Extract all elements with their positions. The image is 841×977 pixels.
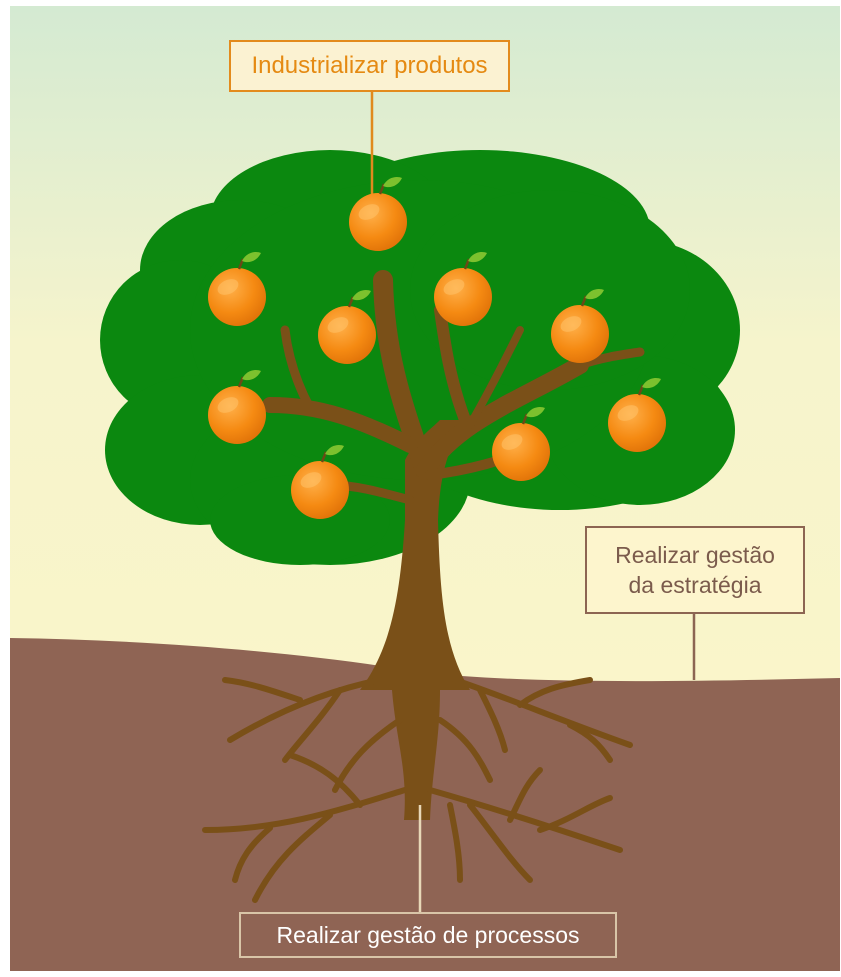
label-gestao-estrategia-line1: Realizar gestão xyxy=(587,540,803,570)
label-gestao-processos: Realizar gestão de processos xyxy=(239,912,617,958)
label-gestao-estrategia: Realizar gestão da estratégia xyxy=(585,526,805,614)
label-industrializar-produtos: Industrializar produtos xyxy=(229,40,510,92)
label-gestao-estrategia-line2: da estratégia xyxy=(587,570,803,600)
